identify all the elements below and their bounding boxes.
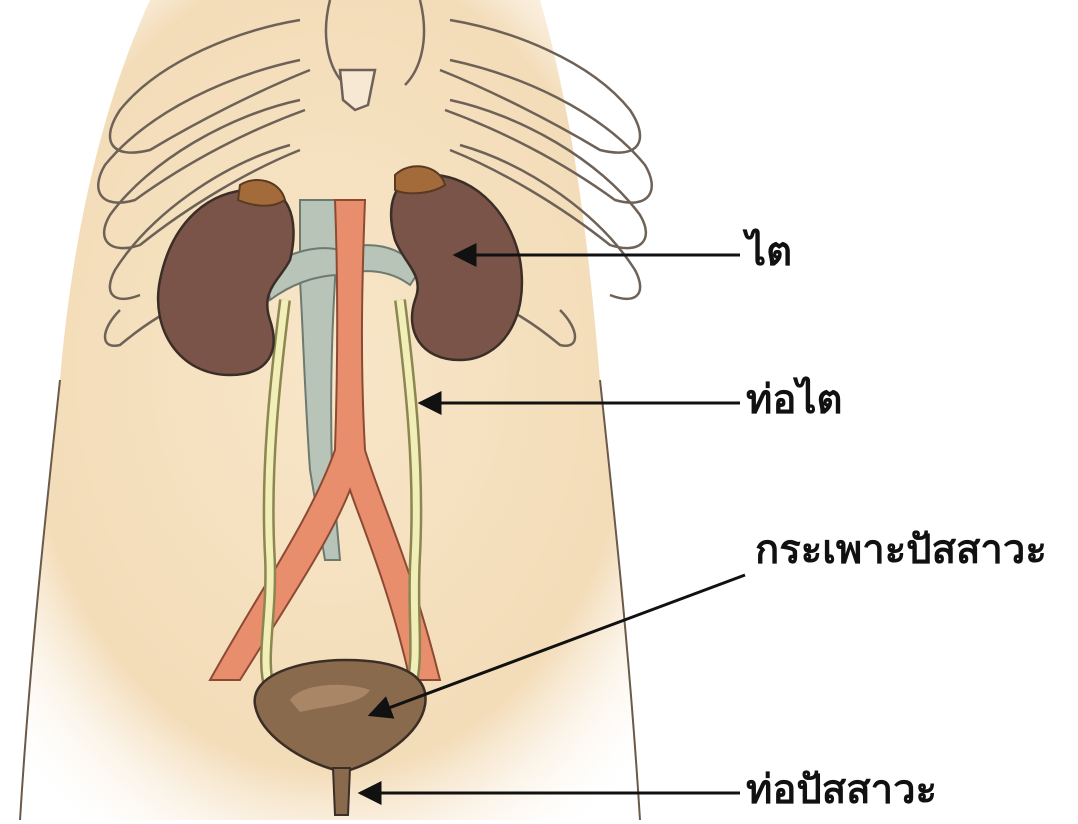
bladder-label: กระเพาะปัสสาวะ xyxy=(755,530,1047,570)
urethra-label: ท่อปัสสาวะ xyxy=(746,770,937,810)
kidney-label: ไต xyxy=(746,232,792,272)
urethra xyxy=(333,768,350,815)
ureter-label: ท่อไต xyxy=(746,380,842,420)
